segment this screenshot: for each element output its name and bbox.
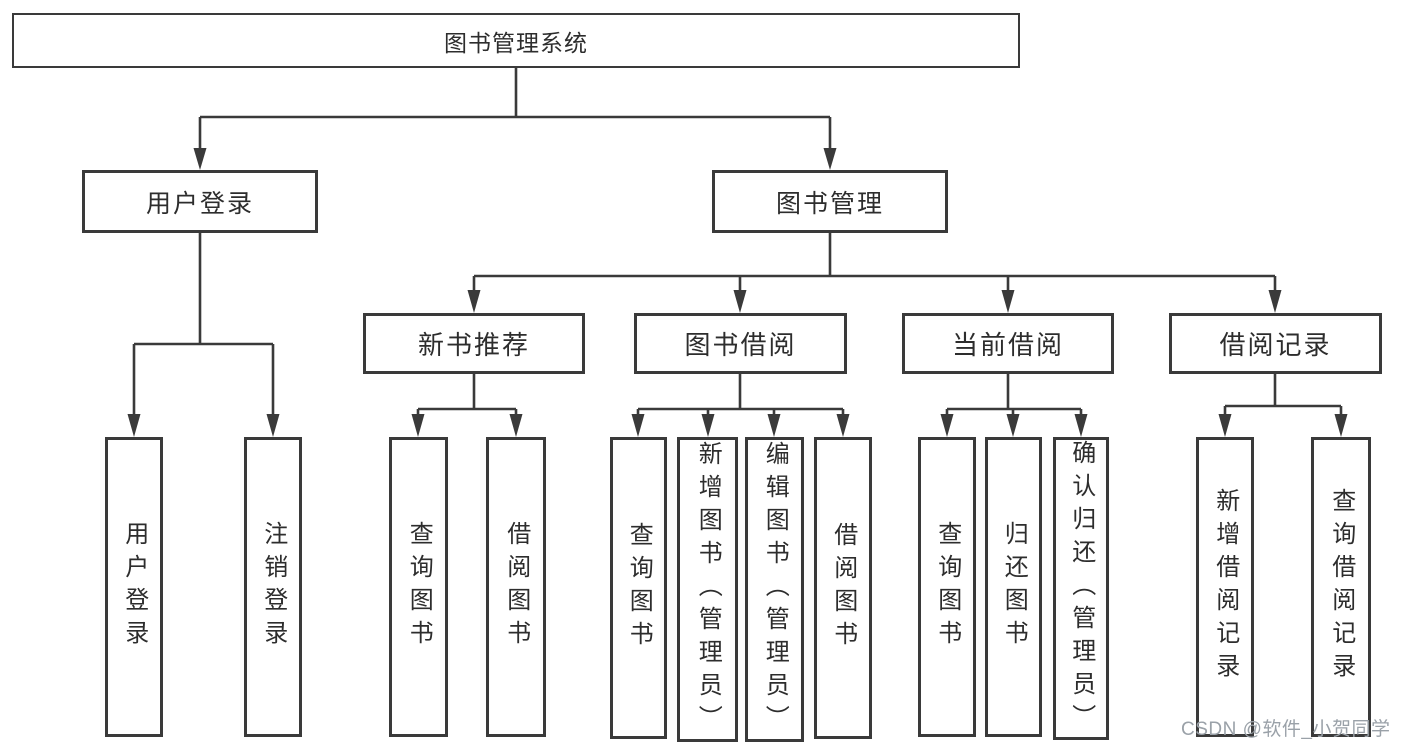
node-current-borrowing: 当前借阅 [902,313,1114,374]
connector-borrowrecords-to-leaves [1218,374,1348,437]
leaf-add-book-admin: 新增图书（管理员） [677,437,738,742]
leaf-logout: 注销登录 [244,437,302,737]
leaf-add-borrow-record: 新增借阅记录 [1196,437,1254,737]
connector-bookmgmt-to-level3 [467,233,1282,313]
leaf-borrow-book-recommendation: 借阅图书 [486,437,546,737]
connector-userlogin-to-leaves [127,233,280,437]
node-new-book-recommendation: 新书推荐 [363,313,585,374]
leaf-query-borrow-record: 查询借阅记录 [1311,437,1371,737]
leaf-logout-label: 注销登录 [259,521,287,653]
leaf-query-borrow-record-label: 查询借阅记录 [1327,488,1355,686]
leaf-query-book-current: 查询图书 [918,437,976,737]
leaf-return-book: 归还图书 [985,437,1042,737]
leaf-query-book-borrowing-label: 查询图书 [625,522,653,654]
connector-root-to-level2 [193,68,837,170]
node-book-borrowing: 图书借阅 [634,313,847,374]
leaf-add-borrow-record-label: 新增借阅记录 [1211,488,1239,686]
leaf-edit-book-admin: 编辑图书（管理员） [745,437,804,742]
leaf-borrow-book-recommendation-label: 借阅图书 [502,521,530,653]
node-book-management: 图书管理 [712,170,948,233]
leaf-add-book-admin-label: 新增图书（管理员） [694,441,722,738]
connector-currentborrow-to-leaves [940,374,1088,437]
leaf-query-book-current-label: 查询图书 [933,521,961,653]
leaf-confirm-return-admin-label: 确认归还（管理员） [1067,440,1095,737]
node-user-login: 用户登录 [82,170,318,233]
connector-newbookrec-to-leaves [411,374,523,437]
node-borrowing-records: 借阅记录 [1169,313,1382,374]
leaf-query-book-recommendation: 查询图书 [389,437,448,737]
csdn-watermark: CSDN @软件_小贺同学 [1181,719,1391,740]
leaf-query-book-borrowing: 查询图书 [610,437,667,739]
leaf-query-book-recommendation-label: 查询图书 [405,521,433,653]
leaf-user-login: 用户登录 [105,437,163,737]
leaf-edit-book-admin-label: 编辑图书（管理员） [761,441,789,738]
leaf-confirm-return-admin: 确认归还（管理员） [1053,437,1109,740]
leaf-return-book-label: 归还图书 [1000,521,1028,653]
leaf-borrow-book-borrowing-label: 借阅图书 [829,522,857,654]
connector-bookborrow-to-leaves [631,374,850,437]
leaf-user-login-label: 用户登录 [120,521,148,653]
node-root: 图书管理系统 [12,13,1020,68]
leaf-borrow-book-borrowing: 借阅图书 [814,437,872,739]
